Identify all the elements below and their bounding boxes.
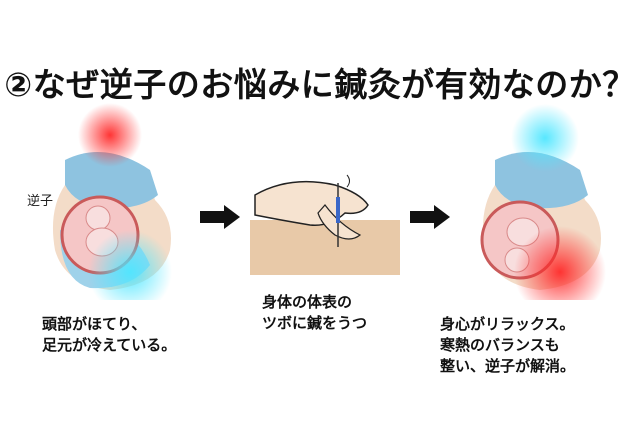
acupuncture-figure <box>250 165 400 275</box>
resolved-figure <box>445 100 630 318</box>
arrow-right-icon <box>410 205 450 229</box>
caption-line: 頭部がほてり、 <box>42 315 147 333</box>
caption-line: 身体の体表の <box>262 293 353 311</box>
arrow-right-icon <box>200 205 240 229</box>
caption-line: 身心がリラックス。 <box>440 315 575 333</box>
caption-right: 身心がリラックス。 寒熱のバランスも 整い、逆子が解消。 <box>440 314 575 377</box>
breech-figure <box>20 100 200 314</box>
breech-label: 逆子 <box>27 194 54 209</box>
caption-middle: 身体の体表の ツボに鍼をうつ <box>262 292 367 334</box>
caption-line: 整い、逆子が解消。 <box>440 357 576 375</box>
caption-line: 足元が冷えている。 <box>42 336 177 354</box>
caption-line: 寒熱のバランスも <box>440 336 560 354</box>
caption-left: 頭部がほてり、 足元が冷えている。 <box>42 314 176 356</box>
caption-line: ツボに鍼をうつ <box>262 314 368 332</box>
page-title: ②なぜ逆子のお悩みに鍼灸が有効なのか？ <box>4 65 636 104</box>
